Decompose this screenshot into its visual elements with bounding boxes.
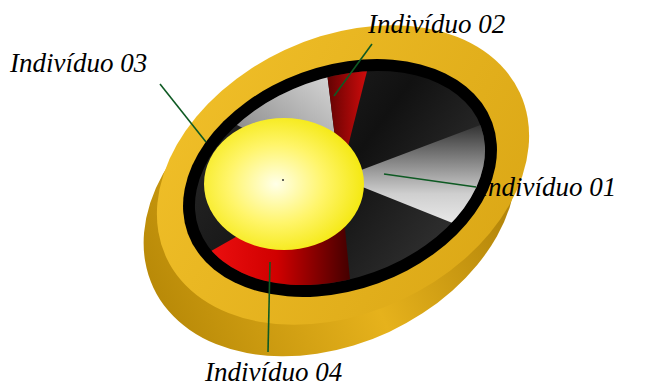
callout-label: Indivíduo 04 bbox=[205, 356, 342, 388]
callout-label: Indivíduo 01 bbox=[479, 171, 616, 203]
callout-label: Indivíduo 02 bbox=[368, 8, 505, 40]
leader-line bbox=[268, 262, 270, 352]
leader-line bbox=[160, 84, 206, 142]
leader-line bbox=[384, 174, 476, 187]
leader-line bbox=[334, 44, 372, 96]
callout-label: Indivíduo 03 bbox=[10, 47, 147, 79]
